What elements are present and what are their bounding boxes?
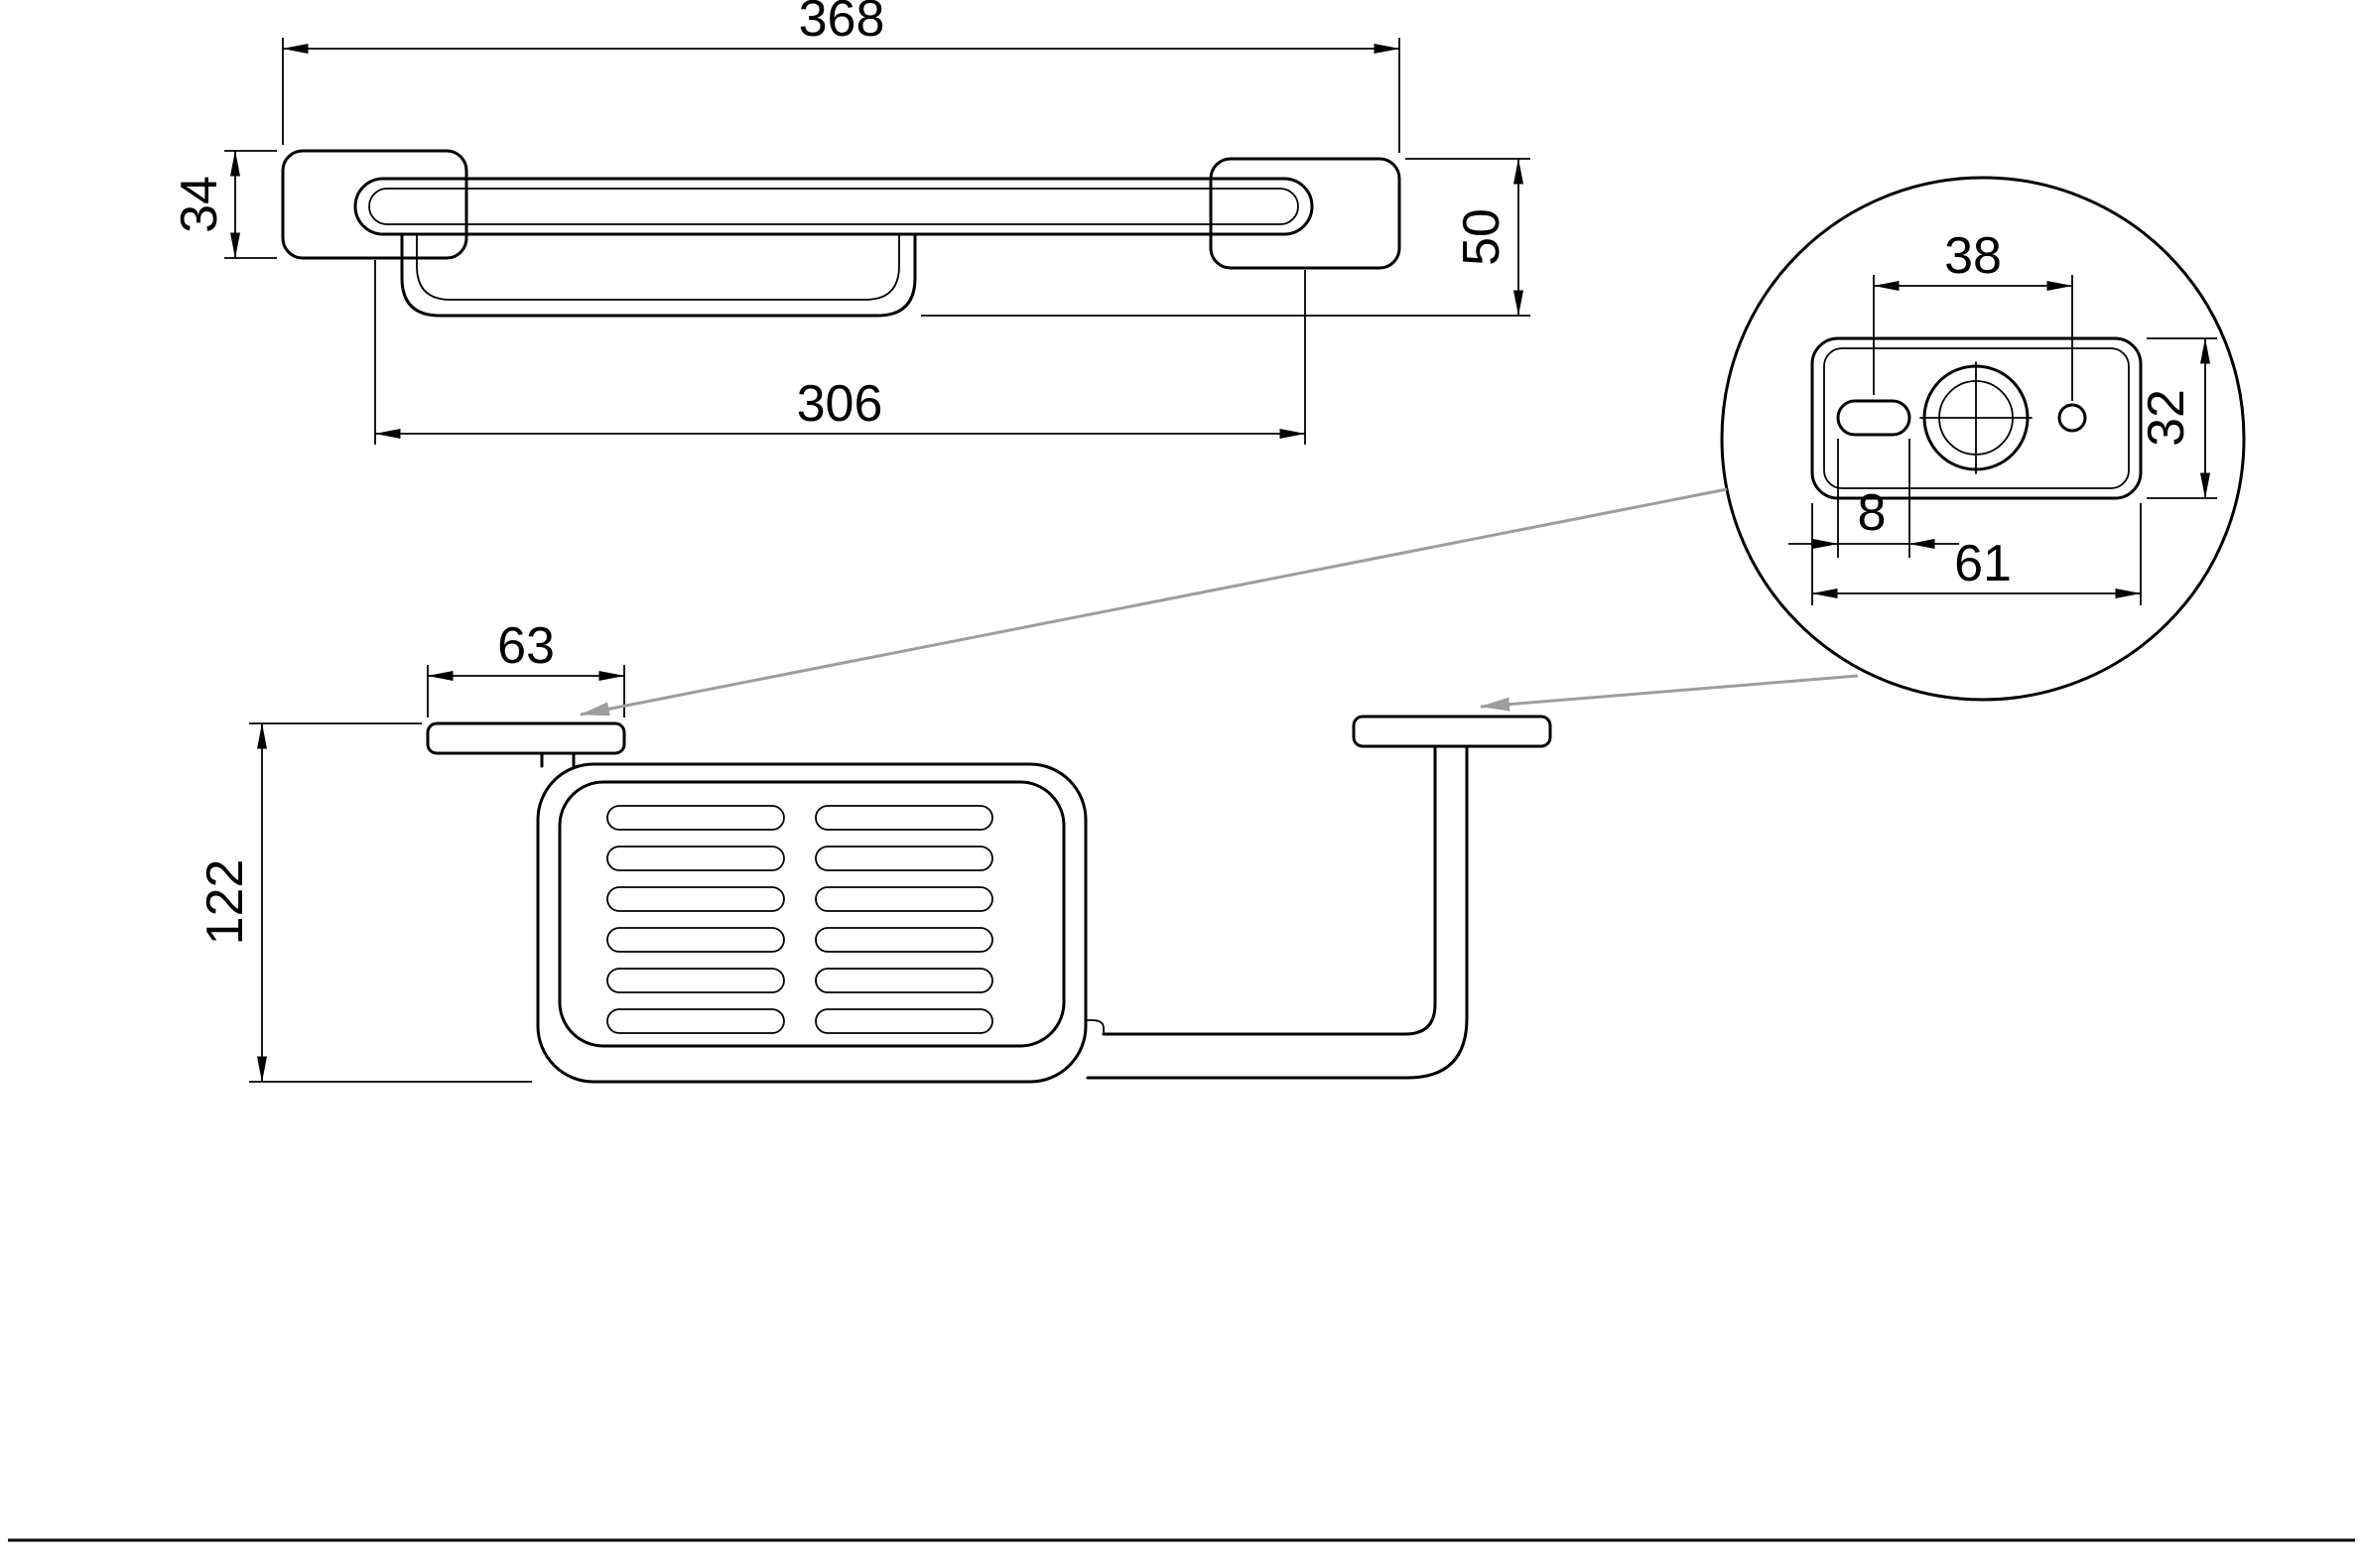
basket-slot bbox=[606, 927, 785, 953]
dim-hole-to-hole: 38 bbox=[1873, 227, 2073, 401]
tray-outer bbox=[400, 232, 917, 318]
dim-label-overall-height: 122 bbox=[197, 859, 254, 946]
dim-label-slot-width: 8 bbox=[1858, 484, 1887, 542]
dim-mounting-centers: 306 bbox=[374, 260, 1306, 445]
dim-label-flange-width: 63 bbox=[497, 617, 555, 675]
basket-slot bbox=[815, 1008, 993, 1034]
top-view: 368 34 50 306 bbox=[171, 0, 1530, 445]
dim-label-hole-to-hole: 38 bbox=[1944, 227, 2002, 285]
basket-slot bbox=[815, 805, 993, 831]
mount-plate-detail bbox=[1810, 336, 2143, 500]
front-view-part bbox=[426, 715, 1552, 1084]
dim-right-end-depth: 50 bbox=[921, 158, 1530, 317]
right-post-and-rail-outer bbox=[1086, 744, 1469, 1080]
dim-slot-width: 8 bbox=[1788, 439, 1959, 558]
basket-slot bbox=[815, 846, 993, 871]
basket-slot bbox=[606, 1008, 785, 1034]
rail-hook bbox=[1085, 1019, 1105, 1035]
basket-slot bbox=[606, 846, 785, 871]
dim-label-plate-width: 61 bbox=[1954, 535, 2012, 592]
dim-overall-length: 368 bbox=[282, 0, 1400, 153]
dim-plate-height: 32 bbox=[2138, 337, 2217, 499]
left-mount-pad bbox=[281, 149, 468, 260]
top-view-part bbox=[281, 149, 1401, 318]
detail-view: 38 32 8 61 bbox=[1720, 176, 2246, 702]
right-wall-flange bbox=[1352, 715, 1552, 748]
dim-label-right-end-depth: 50 bbox=[1453, 208, 1510, 266]
basket-outer bbox=[536, 762, 1088, 1084]
keyhole-slot bbox=[1836, 399, 1911, 437]
bar-outline bbox=[353, 177, 1314, 236]
basket-slot bbox=[815, 927, 993, 953]
dim-label-plate-height: 32 bbox=[2138, 389, 2195, 447]
plate-outer bbox=[1810, 336, 2143, 500]
left-wall-flange bbox=[426, 721, 626, 755]
leader-arrow-to-right-flange bbox=[1480, 674, 1859, 712]
dim-overall-height: 122 bbox=[197, 722, 532, 1083]
bar-inner-line bbox=[368, 188, 1299, 225]
basket-slot bbox=[606, 886, 785, 912]
basket-slot bbox=[606, 968, 785, 993]
plate-inner bbox=[1823, 347, 2130, 489]
right-mount-pad bbox=[1209, 157, 1401, 270]
basket-slot bbox=[606, 805, 785, 831]
basket-slot bbox=[815, 886, 993, 912]
dim-label-left-end-depth: 34 bbox=[171, 176, 228, 233]
dim-left-end-depth: 34 bbox=[171, 150, 277, 259]
basket-slots bbox=[606, 805, 993, 1034]
dim-label-overall-length: 368 bbox=[799, 0, 885, 48]
detail-circle bbox=[1720, 176, 2246, 702]
tray-inner bbox=[416, 233, 900, 301]
screw-hole bbox=[2057, 403, 2087, 433]
dim-label-mounting-centers: 306 bbox=[797, 375, 883, 433]
front-view: 63 122 bbox=[197, 617, 1552, 1084]
dim-plate-width: 61 bbox=[1811, 503, 2142, 605]
dim-flange-width: 63 bbox=[427, 617, 625, 718]
basket-slot bbox=[815, 968, 993, 993]
basket-inner bbox=[558, 780, 1066, 1048]
leader-arrow-to-left-flange bbox=[580, 487, 1728, 717]
right-post-and-rail-inner bbox=[1102, 744, 1437, 1036]
detail-leader-arrows bbox=[580, 487, 1859, 717]
